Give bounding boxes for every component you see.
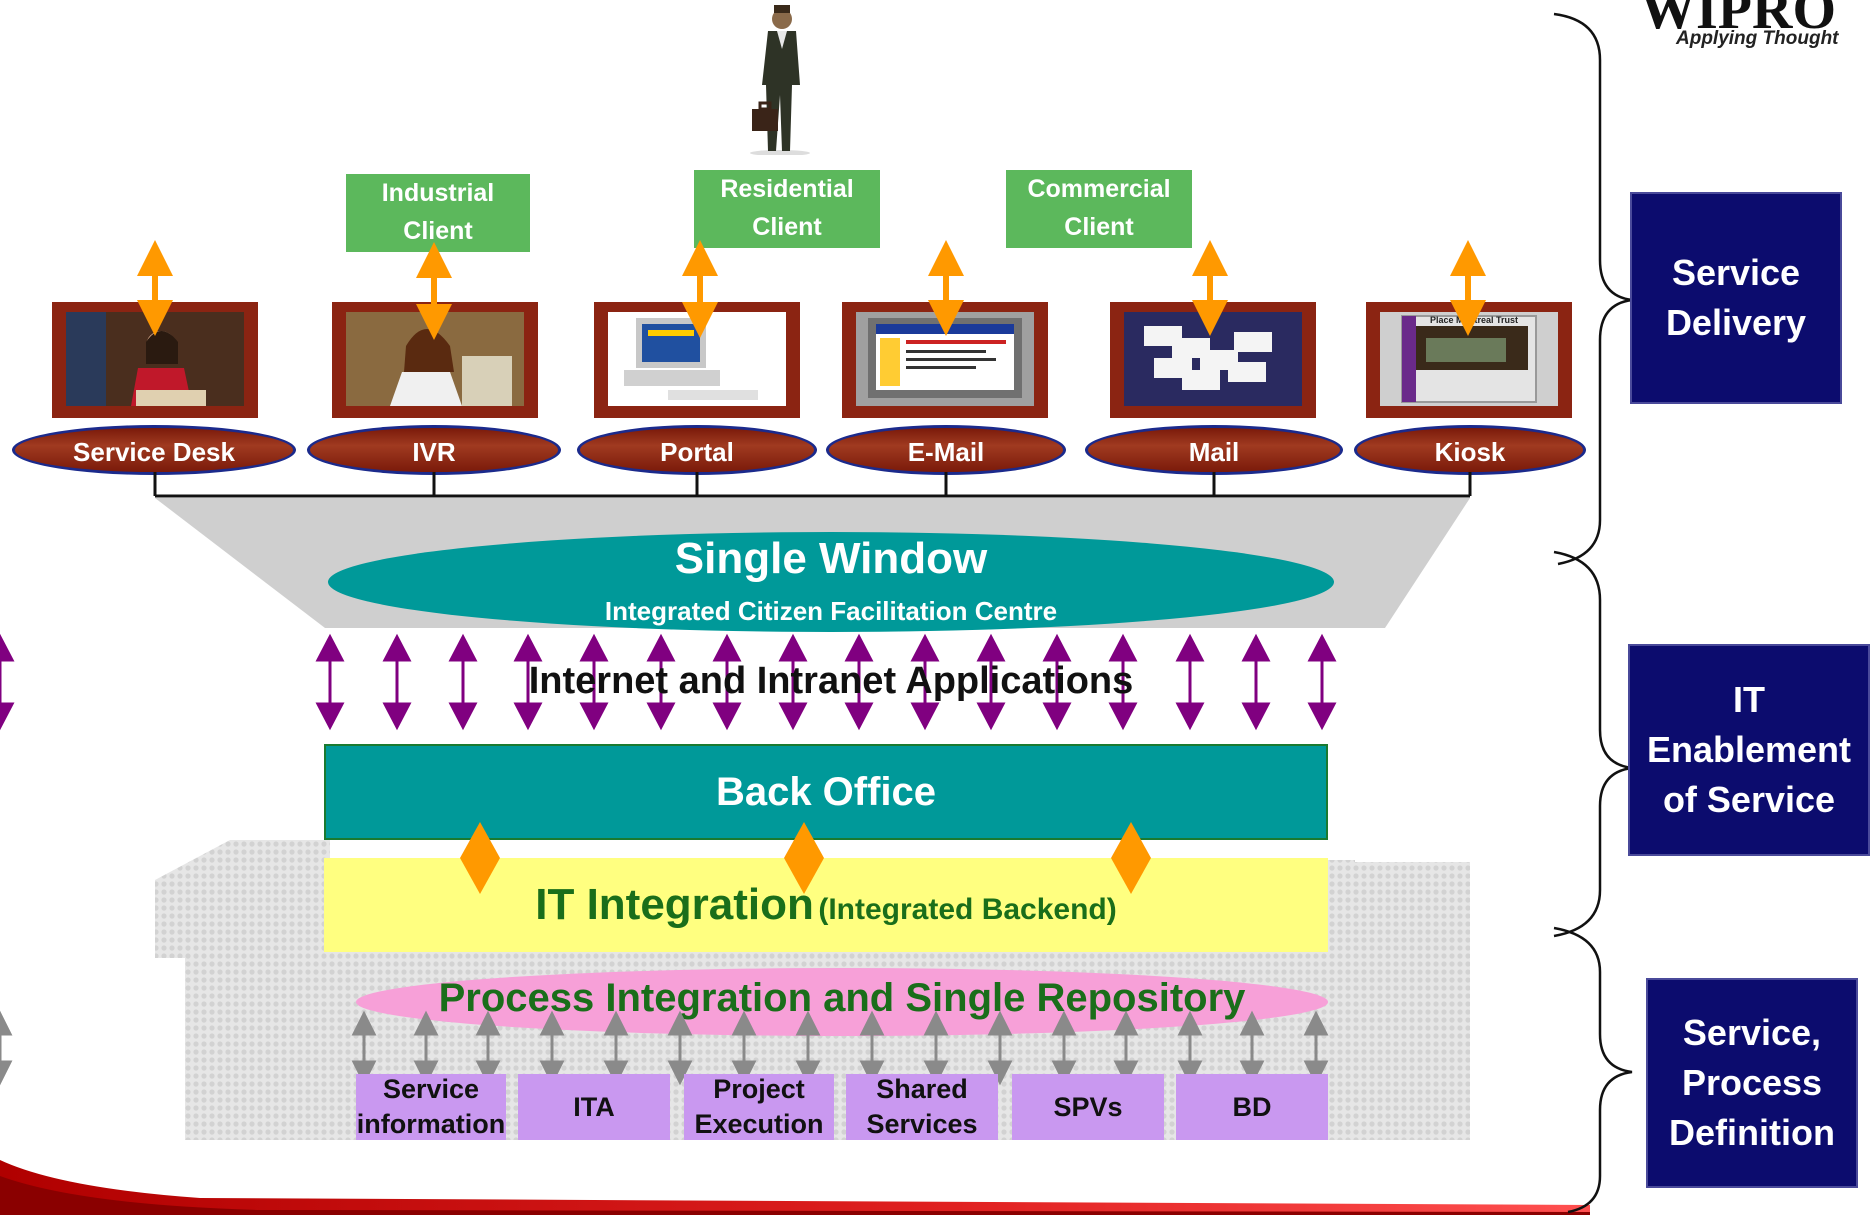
label-service-process-definition: Service, Process Definition xyxy=(1646,978,1858,1188)
channel-frame-ivr xyxy=(332,302,538,418)
process-integration-ellipse xyxy=(356,968,1328,1036)
wipro-logo: WIPRO xyxy=(1640,0,1836,41)
dept-project-execution: Project Execution xyxy=(684,1074,834,1140)
red-swoosh xyxy=(0,1160,1590,1215)
right-braces xyxy=(1553,12,1633,1214)
channel-email: E-Mail xyxy=(826,425,1066,475)
industrial-client-box: Industrial Client xyxy=(346,174,530,252)
client-channel-arrows xyxy=(137,240,1486,340)
businessman-icon xyxy=(750,5,810,155)
channel-portal: Portal xyxy=(577,425,817,475)
it-integration-box xyxy=(324,858,1328,952)
label-service-delivery: Service Delivery xyxy=(1630,192,1842,404)
dept-bd: BD xyxy=(1176,1074,1328,1140)
grey-arrows xyxy=(0,1010,1328,1086)
single-window-title: Single Window xyxy=(674,534,988,583)
channel-frame-mail xyxy=(1110,302,1316,418)
process-integration-label: Process Integration and Single Repositor… xyxy=(438,976,1246,1020)
it-integration-sub: (Integrated Backend) xyxy=(818,893,1117,926)
channel-bus xyxy=(153,472,1472,498)
it-integration-label: IT Integration (Integrated Backend) xyxy=(324,880,1328,930)
residential-client-box: Residential Client xyxy=(694,170,880,248)
ivr-photo xyxy=(346,312,524,406)
dept-spvs: SPVs xyxy=(1012,1074,1164,1140)
channel-service-desk: Service Desk xyxy=(12,425,296,475)
orange-diamond-arrows xyxy=(460,822,1151,894)
dept-service-information: Service information xyxy=(356,1074,506,1140)
purple-arrows xyxy=(0,633,1336,731)
wipro-tagline: Applying Thought xyxy=(1676,28,1839,49)
back-office-label: Back Office xyxy=(715,770,937,814)
commercial-client-box: Commercial Client xyxy=(1006,170,1192,248)
it-integration-main: IT Integration xyxy=(535,880,814,929)
kiosk-icon xyxy=(1380,312,1558,406)
single-window-ellipse xyxy=(328,532,1334,632)
back-office-box xyxy=(324,744,1328,840)
internet-intranet-label: Internet and Intranet Applications xyxy=(528,660,1134,702)
single-window-subtitle: Integrated Citizen Facilitation Centre xyxy=(604,596,1058,626)
label-it-enablement: IT Enablement of Service xyxy=(1628,644,1870,856)
dept-ita: ITA xyxy=(518,1074,670,1140)
dept-shared-services: Shared Services xyxy=(846,1074,998,1140)
